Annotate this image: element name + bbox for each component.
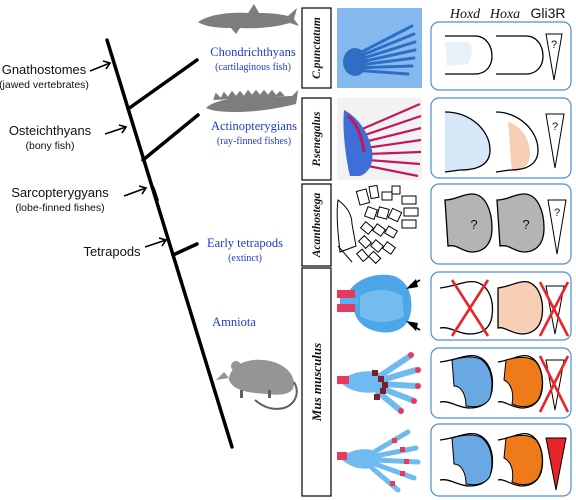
taxon-actinopterygians: Actinopterygians xyxy=(211,119,297,133)
question-mark: ? xyxy=(470,217,477,232)
expression-row-mus-late xyxy=(430,423,572,497)
specimen-p-senegalus xyxy=(337,98,422,180)
arrow-icon xyxy=(89,60,112,72)
expression-row-p-senegalus: ? xyxy=(430,97,572,179)
question-mark: ? xyxy=(522,217,529,232)
clade-gnathostomes: Gnathostomes (jawed vertebrates) xyxy=(0,60,112,91)
cross-icon xyxy=(538,355,570,413)
phylogenetic-tree xyxy=(105,38,234,449)
arrow-icon xyxy=(104,124,128,135)
gli3r-gradient xyxy=(545,33,563,81)
hoxa-domain xyxy=(503,434,543,486)
specimen-acanthostega xyxy=(336,184,419,265)
clade-tetrapods: Tetrapods xyxy=(83,237,168,259)
clade-sarcopterygyans: Sarcopterygyans (lobe-finned fishes) xyxy=(11,185,148,214)
branch-actinopterygians xyxy=(141,113,200,162)
question-mark: ? xyxy=(552,121,558,133)
hoxd-domain xyxy=(445,35,493,75)
arrow-icon xyxy=(406,279,421,331)
clade-name: Gnathostomes xyxy=(2,62,87,77)
cross-icon xyxy=(450,279,490,337)
taxon-early-tetrapods-desc: (extinct) xyxy=(228,253,262,264)
clade-osteichthyans: Osteichthyans (bony fish) xyxy=(9,123,128,152)
species-box-p-senegalus: P.senegalus xyxy=(301,97,332,181)
gli3r-gradient xyxy=(547,199,567,255)
arrow-icon xyxy=(123,185,148,197)
question-mark: ? xyxy=(551,39,557,51)
expression-row-acanthostega: ? ? ? xyxy=(430,183,572,265)
species-box-c-punctatum: C.punctatum xyxy=(301,7,332,89)
hoxa-domain xyxy=(503,356,543,408)
gli3r-gradient xyxy=(545,437,567,491)
specimen-mouse-late-limb xyxy=(337,424,422,496)
specimen-mouse-mid-limb xyxy=(337,348,422,414)
species-label: P.senegalus xyxy=(311,111,323,167)
clade-desc: (jawed vertebrates) xyxy=(0,79,89,91)
branch-sarcopterygian-node xyxy=(151,186,159,202)
header-hoxa: Hoxa xyxy=(489,7,520,22)
expression-panels: ? ? ? ? ? xyxy=(430,21,572,497)
expression-row-mus-early xyxy=(430,271,572,341)
hoxa-domain xyxy=(497,280,544,335)
specimen-c-punctatum xyxy=(337,8,422,88)
expression-row-mus-mid xyxy=(430,347,572,419)
taxon-early-tetrapods: Early tetrapods xyxy=(207,236,283,250)
species-label: Mus musculus xyxy=(309,343,324,422)
cross-icon xyxy=(538,281,570,337)
taxon-amniota: Amniota xyxy=(212,315,256,329)
species-label: C.punctatum xyxy=(311,17,323,79)
taxon-actinopterygians-desc: (ray-finned fishes) xyxy=(217,136,291,147)
clade-name: Tetrapods xyxy=(83,244,141,259)
hoxd-domain xyxy=(451,434,493,486)
clade-desc: (lobe-finned fishes) xyxy=(15,202,104,214)
header-hoxd: Hoxd xyxy=(449,7,481,22)
species-box-mus-musculus: Mus musculus xyxy=(301,267,332,497)
header-gli3r: Gli3R xyxy=(530,5,565,21)
specimen-mouse-early-limb xyxy=(337,272,422,340)
question-mark: ? xyxy=(554,207,560,219)
hoxa-domain xyxy=(496,193,545,253)
hoxd-domain xyxy=(439,280,494,335)
branch-chondrichthyans xyxy=(126,58,199,111)
hoxa-domain xyxy=(508,122,530,170)
species-box-acanthostega: Acanthostega xyxy=(301,183,332,267)
hoxd-domain xyxy=(451,356,493,408)
branch-early-tetrapods xyxy=(171,242,199,257)
hoxa-domain xyxy=(496,35,544,75)
fish-icon xyxy=(206,89,298,112)
clade-desc: (bony fish) xyxy=(25,140,74,152)
taxon-chondrichthyans-desc: (cartilaginous fish) xyxy=(215,62,291,73)
gli3r-gradient xyxy=(545,113,565,169)
clade-name: Sarcopterygyans xyxy=(11,185,109,200)
mouse-icon xyxy=(216,359,298,410)
taxon-chondrichthyans: Chondrichthyans xyxy=(210,45,296,59)
species-label: Acanthostega xyxy=(311,192,323,258)
expression-row-c-punctatum: ? xyxy=(430,21,572,91)
arrow-icon xyxy=(144,237,168,248)
hoxd-domain xyxy=(444,193,493,253)
hoxd-domain xyxy=(445,112,490,172)
shark-icon xyxy=(198,4,299,34)
clade-name: Osteichthyans xyxy=(9,123,92,138)
